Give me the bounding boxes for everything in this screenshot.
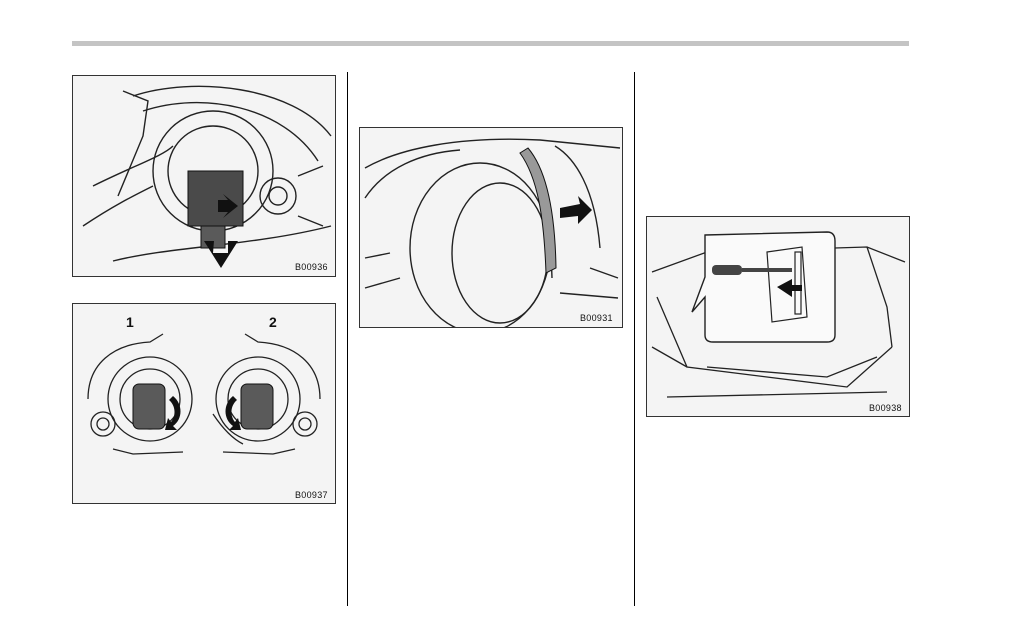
- figure-wheel-liner: B00931: [359, 127, 623, 328]
- figure-bulb-rotation: 1 2 B00937: [72, 303, 336, 504]
- figure-trunk-cover: B00938: [646, 216, 910, 417]
- column-divider-right: [634, 72, 635, 606]
- connector-removal-illustration: [73, 76, 335, 276]
- figure-code: B00936: [295, 262, 328, 272]
- figure-code: B00937: [295, 490, 328, 500]
- bulb-rotation-illustration: [73, 304, 335, 503]
- callout-2: 2: [269, 314, 277, 330]
- figure-code: B00938: [869, 403, 902, 413]
- figure-connector-removal: B00936: [72, 75, 336, 277]
- column-divider-left: [347, 72, 348, 606]
- header-rule: [72, 41, 909, 46]
- wheel-liner-illustration: [360, 128, 622, 327]
- figure-code: B00931: [580, 313, 613, 323]
- callout-1: 1: [126, 314, 134, 330]
- trunk-cover-illustration: [647, 217, 909, 416]
